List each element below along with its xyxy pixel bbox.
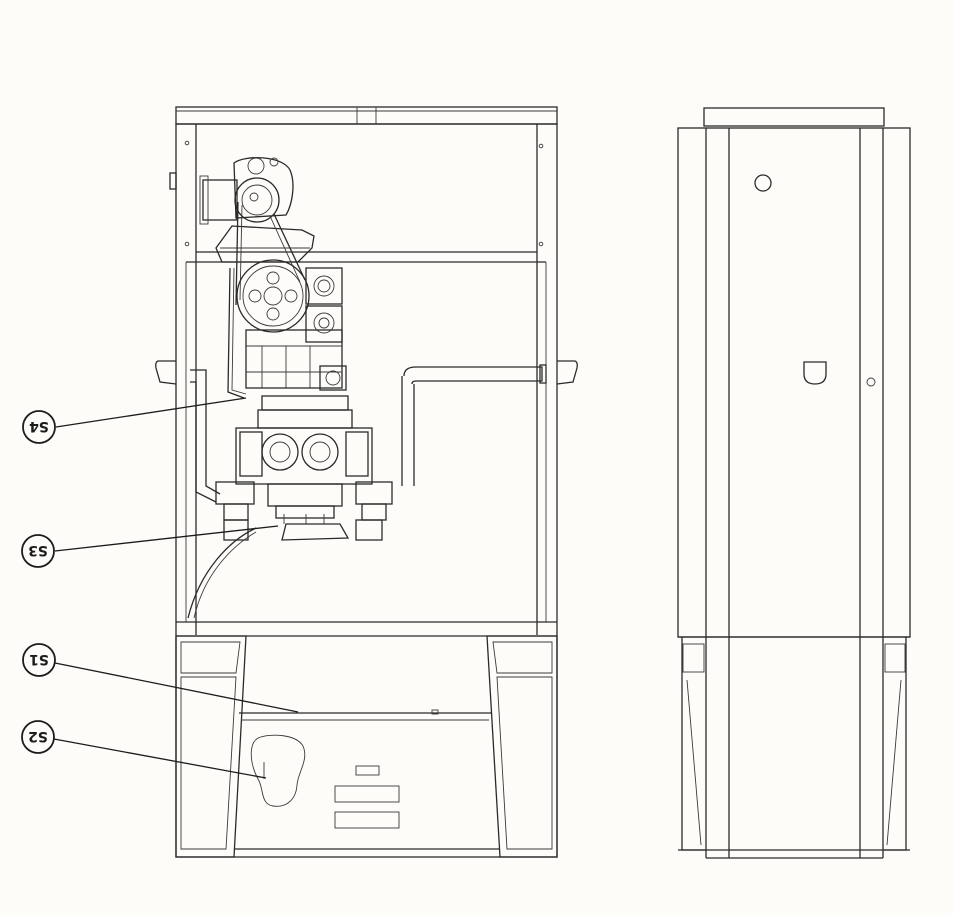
side-handle-cutout: [803, 361, 827, 385]
side-top-cap: [703, 107, 885, 127]
cutaway-region: [250, 734, 306, 807]
side-hole-top: [754, 174, 772, 192]
callout-label-s2: S2: [28, 728, 48, 744]
callout-label-s4: S4: [29, 418, 49, 434]
callout-s4: S4: [22, 397, 247, 444]
front-view: [155, 106, 578, 858]
callout-s3: S3: [21, 525, 279, 568]
plate-middle: [334, 785, 400, 803]
plate-bottom: [334, 811, 400, 829]
pump-assembly: [187, 157, 547, 619]
callout-label-s3: S3: [28, 542, 48, 558]
callout-s1: S1: [22, 643, 299, 713]
front-outer-frame: [175, 123, 558, 858]
callout-label-s1: S1: [29, 651, 49, 667]
callout-s2: S2: [21, 720, 267, 779]
side-view: [677, 107, 911, 859]
front-top-cap: [175, 106, 558, 125]
plate-small: [355, 765, 380, 776]
